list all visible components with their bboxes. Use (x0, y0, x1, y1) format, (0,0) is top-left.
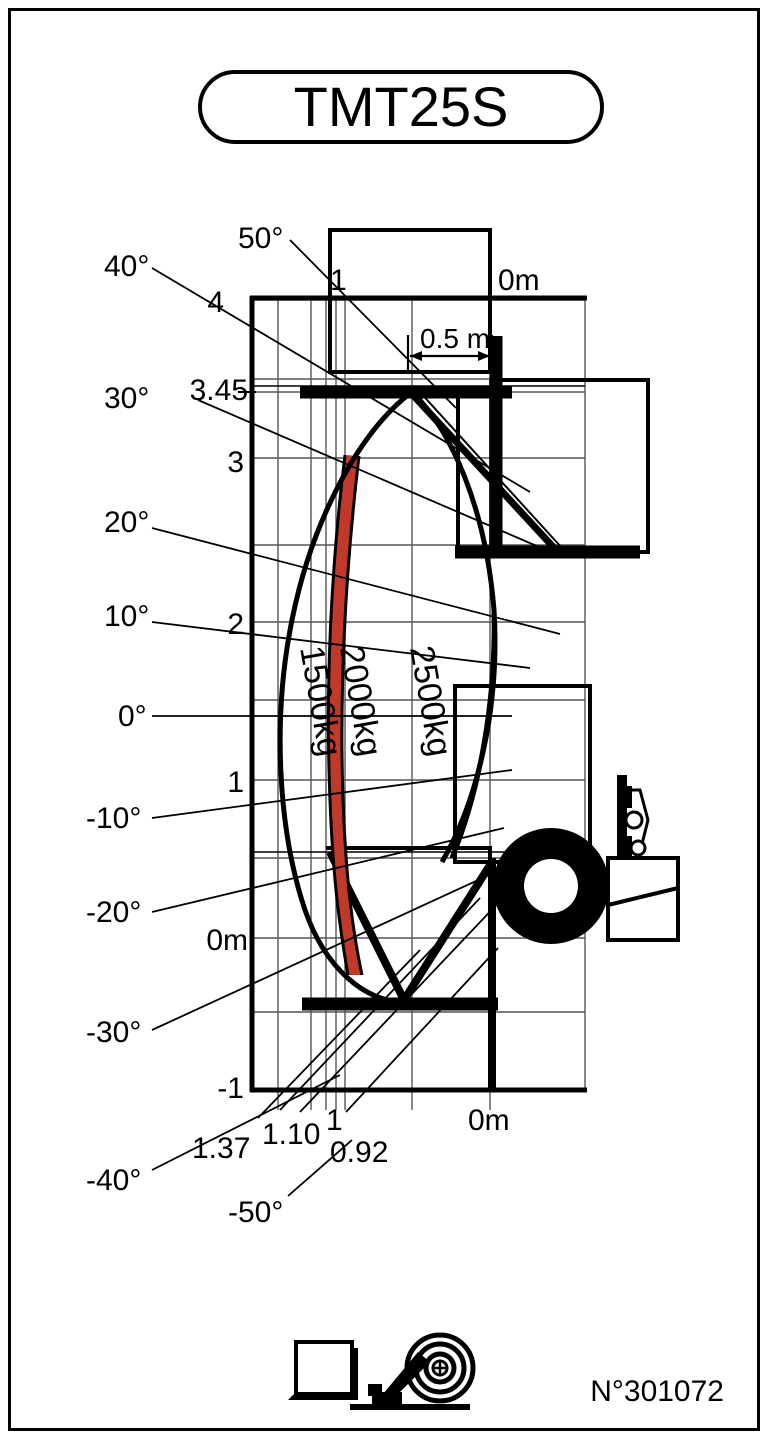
angle-label-m50: -50° (228, 1196, 283, 1229)
pallet-icon (288, 1340, 358, 1400)
x-bottom-label-0m: 0m (468, 1104, 510, 1137)
y-label-0m: 0m (206, 924, 248, 957)
angle-label-40: 40° (104, 250, 149, 283)
y-label-3: 3 (227, 446, 244, 479)
page-border (8, 8, 760, 1431)
y-label-2: 2 (227, 608, 244, 641)
y-label-4: 4 (207, 286, 224, 319)
x-bottom-label-1: 1 (326, 1104, 343, 1137)
wheel-stabilizer-icon (350, 1332, 476, 1410)
truck-wheel (493, 828, 609, 944)
angle-label-20: 20° (104, 506, 149, 539)
angle-label-0: 0° (118, 700, 147, 733)
angle-label-50: 50° (238, 222, 283, 255)
angle-label-m10: -10° (86, 802, 141, 835)
drawing-reference-number: N°301072 (590, 1375, 724, 1408)
y-label-3.45: 3.45 (190, 374, 248, 407)
x-top-label-1: 1 (330, 264, 347, 297)
operator-cab-icon (617, 775, 650, 860)
angle-label-m40: -40° (86, 1164, 141, 1197)
x-top-label-0m: 0m (498, 264, 540, 297)
curve-label-2500kg: 2500kg (402, 643, 459, 759)
capacity-curve-2000kg-edges (326, 454, 364, 976)
x-bottom-label-1.10: 1.10 (262, 1118, 320, 1151)
curve-outer-right (449, 611, 497, 859)
truck-detail-lines (252, 380, 585, 853)
angle-label-m20: -20° (86, 896, 141, 929)
chart-frame (249, 295, 587, 1093)
y-label-1: 1 (227, 766, 244, 799)
model-title-badge: TMT25S (198, 70, 604, 144)
dimension-0_5m (406, 335, 494, 372)
y-label--1: -1 (217, 1072, 244, 1105)
x-bottom-label-1.37: 1.37 (192, 1132, 250, 1165)
x-bottom-label-0.92: 0.92 (330, 1136, 388, 1169)
angle-rays (151, 239, 561, 1197)
angle-label-10: 10° (104, 600, 149, 633)
dimension-label-0_5m: 0.5 m (420, 323, 490, 354)
angle-label-m30: -30° (86, 1016, 141, 1049)
capacity-band-2000kg (328, 455, 362, 975)
angle-label-30: 30° (104, 382, 149, 415)
page-title: TMT25S (293, 75, 509, 138)
